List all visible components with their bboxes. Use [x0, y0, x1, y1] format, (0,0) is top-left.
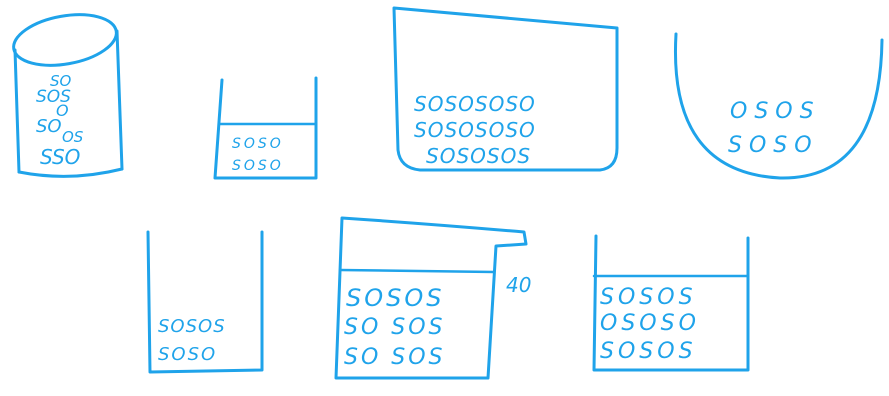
tilted-box-container: SOSOS SO SOS SO SOS 40: [336, 218, 531, 378]
c1-row-6: SSO: [40, 145, 80, 169]
c7-row-2: OSOSO: [600, 311, 700, 336]
bowl-container: OSOS SOSO: [675, 34, 882, 178]
c5-row-1: SOSOS: [158, 316, 226, 337]
open-beaker-container: SOSOS SOSO: [148, 232, 262, 372]
c3-row-1: SOSOSOSO: [414, 92, 536, 116]
c3-row-3: SOSOSOS: [426, 144, 531, 168]
c1-row-5: OS: [62, 128, 84, 146]
small-beaker-container: SOSO SOSO: [215, 78, 316, 178]
c2-row-2: SOSO: [232, 158, 284, 174]
cylinder-container: SO SOS O SO OS SSO: [10, 7, 122, 176]
right-beaker-container: SOSOS OSOSO SOSOS: [594, 236, 748, 370]
c2-row-1: SOSO: [232, 136, 284, 152]
c6-row-3: SO SOS: [344, 345, 446, 370]
c7-row-1: SOSOS: [600, 285, 697, 310]
c5-row-2: SOSO: [158, 344, 217, 365]
c7-row-3: SOSOS: [600, 339, 697, 364]
c6-annotation: 40: [506, 273, 531, 297]
wide-tank-container: SOSOSOSO SOSOSOSO SOSOSOS: [394, 8, 617, 170]
c4-row-2: SOSO: [728, 133, 819, 158]
c6-row-1: SOSOS: [346, 284, 444, 312]
c4-row-1: OSOS: [730, 99, 821, 124]
c1-row-4: SO: [36, 116, 62, 137]
c3-row-2: SOSOSOSO: [414, 118, 536, 142]
c6-row-2: SO SOS: [344, 315, 446, 340]
